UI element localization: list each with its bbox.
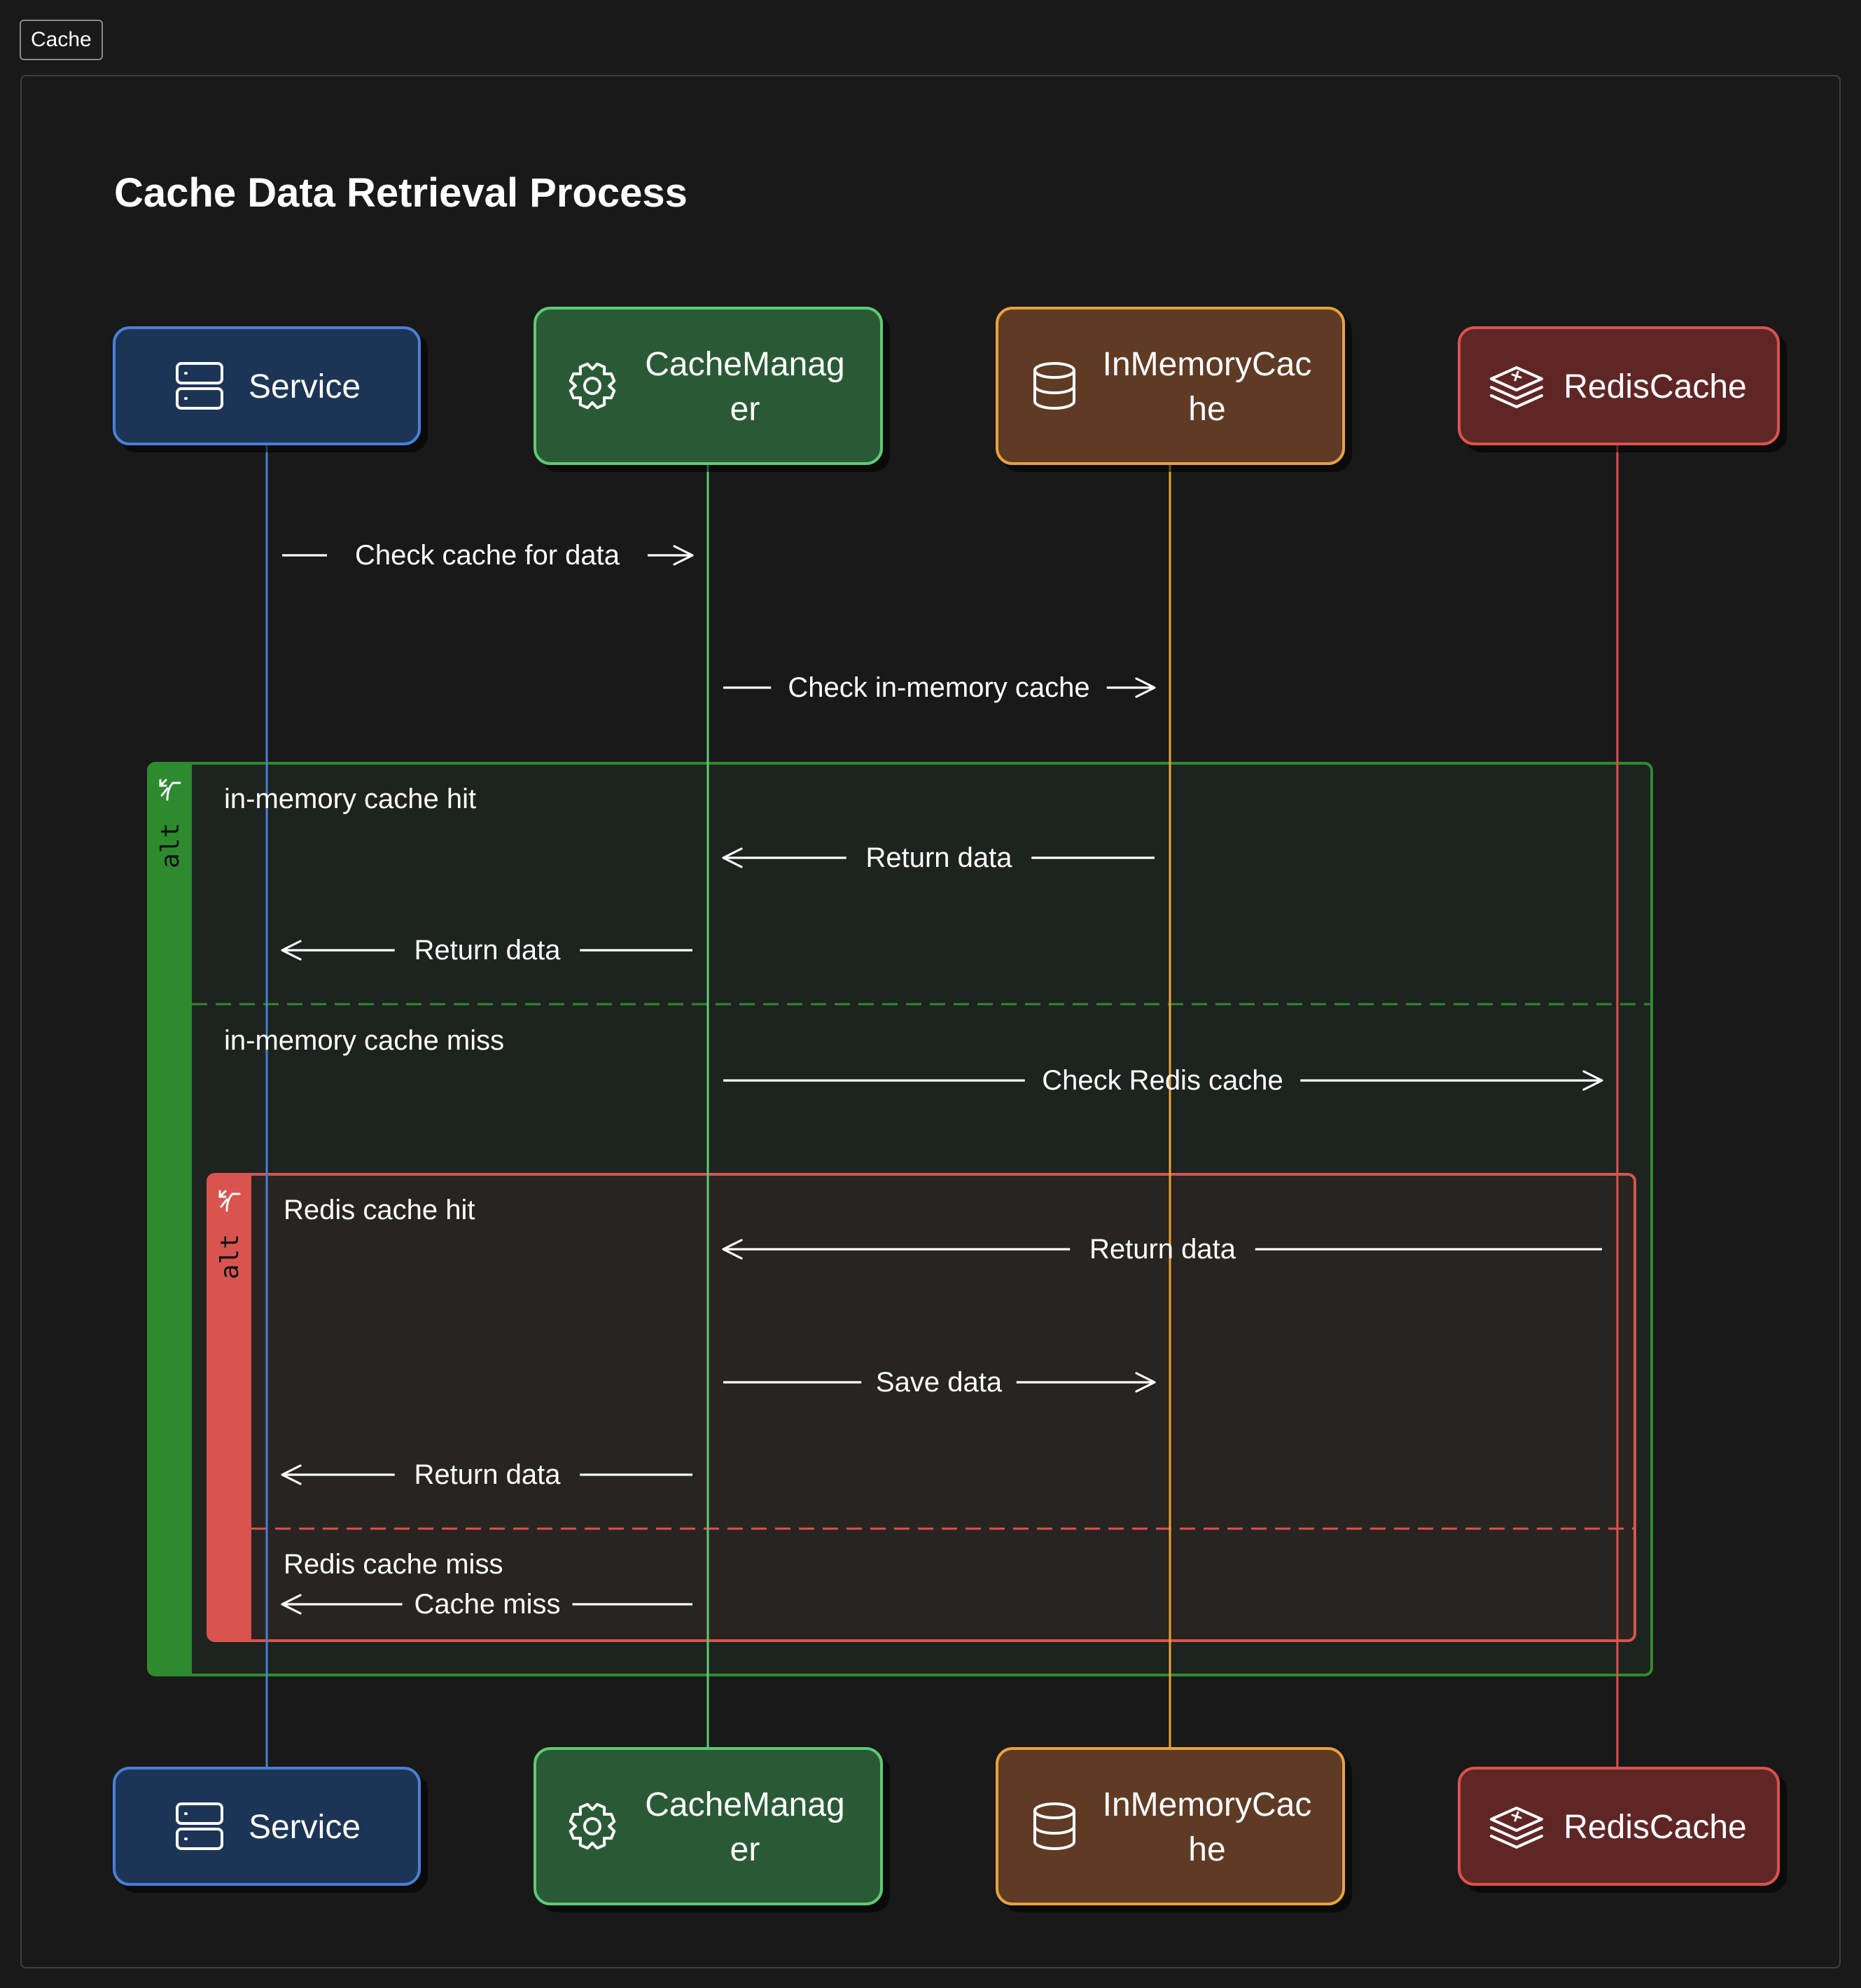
arrowhead-icon — [1135, 1372, 1156, 1393]
participant-box — [996, 307, 1345, 465]
arrowhead-icon — [281, 1464, 302, 1485]
collapse-icon[interactable] — [218, 1190, 241, 1212]
message-label: Return data — [865, 842, 1012, 873]
database-icon — [1033, 1802, 1075, 1850]
participant-memory-bot[interactable]: InMemoryCac he — [996, 1747, 1345, 1905]
arrowhead-icon — [281, 1594, 302, 1615]
participant-redis-bot[interactable]: RedisCache — [1458, 1767, 1780, 1886]
participant-memory-top[interactable]: InMemoryCac he — [996, 307, 1345, 465]
participant-service-bot[interactable]: Service — [113, 1767, 421, 1886]
layers-icon — [1490, 1807, 1543, 1849]
participant-box — [1458, 326, 1780, 445]
participant-name: he — [1188, 1831, 1225, 1868]
alt-fragment: alt — [207, 1173, 1636, 1642]
alt-condition-label: in-memory cache miss — [224, 1025, 504, 1056]
participant-name: RedisCache — [1563, 1809, 1746, 1846]
layers-icon — [1490, 366, 1543, 408]
message-label: Check in-memory cache — [788, 672, 1089, 703]
arrowhead-icon — [722, 1239, 743, 1260]
participant-box — [113, 326, 421, 445]
message-label: Return data — [1089, 1234, 1236, 1265]
message-arrow: Save data — [723, 1367, 1156, 1398]
participant-name: CacheManag — [645, 346, 845, 383]
message-arrow: Return data — [281, 1459, 692, 1490]
message-arrow: Check cache for data — [282, 540, 694, 571]
message-arrow: Check Redis cache — [723, 1065, 1603, 1096]
alt-operator-label: alt — [156, 823, 185, 868]
message-arrow: Check in-memory cache — [723, 672, 1156, 703]
alt-condition-label: Redis cache miss — [284, 1549, 503, 1580]
server-icon — [176, 362, 223, 410]
participant-name: RedisCache — [1563, 368, 1746, 405]
participant-name: InMemoryCac — [1103, 1786, 1312, 1823]
database-icon — [1033, 362, 1075, 410]
arrowhead-icon — [673, 545, 694, 566]
participant-redis-top[interactable]: RedisCache — [1458, 326, 1780, 445]
message-arrow: Return data — [722, 1234, 1602, 1265]
message-arrow: Return data — [281, 935, 692, 966]
tab-cache[interactable]: Cache — [20, 20, 103, 60]
participant-name: InMemoryCac — [1103, 346, 1312, 383]
collapse-icon[interactable] — [159, 779, 181, 801]
diagram-frame — [20, 75, 1841, 1968]
arrowhead-icon — [722, 847, 743, 868]
participant-name: er — [730, 1831, 760, 1868]
message-label: Check cache for data — [355, 540, 620, 571]
participant-name: Service — [249, 1809, 361, 1846]
arrowhead-icon — [281, 940, 302, 961]
message-label: Return data — [414, 935, 561, 966]
message-label: Check Redis cache — [1042, 1065, 1283, 1096]
message-label: Cache miss — [414, 1589, 561, 1620]
participant-box — [996, 1747, 1345, 1905]
gear-icon — [569, 1802, 616, 1850]
message-arrow: Cache miss — [281, 1589, 692, 1620]
participant-box — [1458, 1767, 1780, 1886]
gear-icon — [569, 362, 616, 410]
participant-service-top[interactable]: Service — [113, 326, 421, 445]
alt-fragment-bar — [148, 763, 192, 1675]
alt-condition-label: Redis cache hit — [284, 1195, 475, 1225]
diagram-title: Cache Data Retrieval Process — [114, 170, 688, 216]
server-icon — [176, 1802, 223, 1850]
participant-box — [534, 1747, 883, 1905]
alt-condition-label: in-memory cache hit — [224, 784, 476, 814]
participant-name: he — [1188, 391, 1225, 428]
participant-name: CacheManag — [645, 1786, 845, 1823]
participant-manager-bot[interactable]: CacheManag er — [534, 1747, 883, 1905]
alt-fragment-bar — [208, 1174, 251, 1641]
message-label: Return data — [414, 1459, 561, 1490]
arrowhead-icon — [1582, 1070, 1603, 1091]
participant-box — [113, 1767, 421, 1886]
arrowhead-icon — [1135, 677, 1156, 698]
participant-name: Service — [249, 368, 361, 405]
participant-box — [534, 307, 883, 465]
message-arrow: Return data — [722, 842, 1155, 873]
alt-operator-label: alt — [216, 1234, 244, 1279]
message-label: Save data — [876, 1367, 1003, 1398]
participant-name: er — [730, 391, 760, 428]
participant-manager-top[interactable]: CacheManag er — [534, 307, 883, 465]
